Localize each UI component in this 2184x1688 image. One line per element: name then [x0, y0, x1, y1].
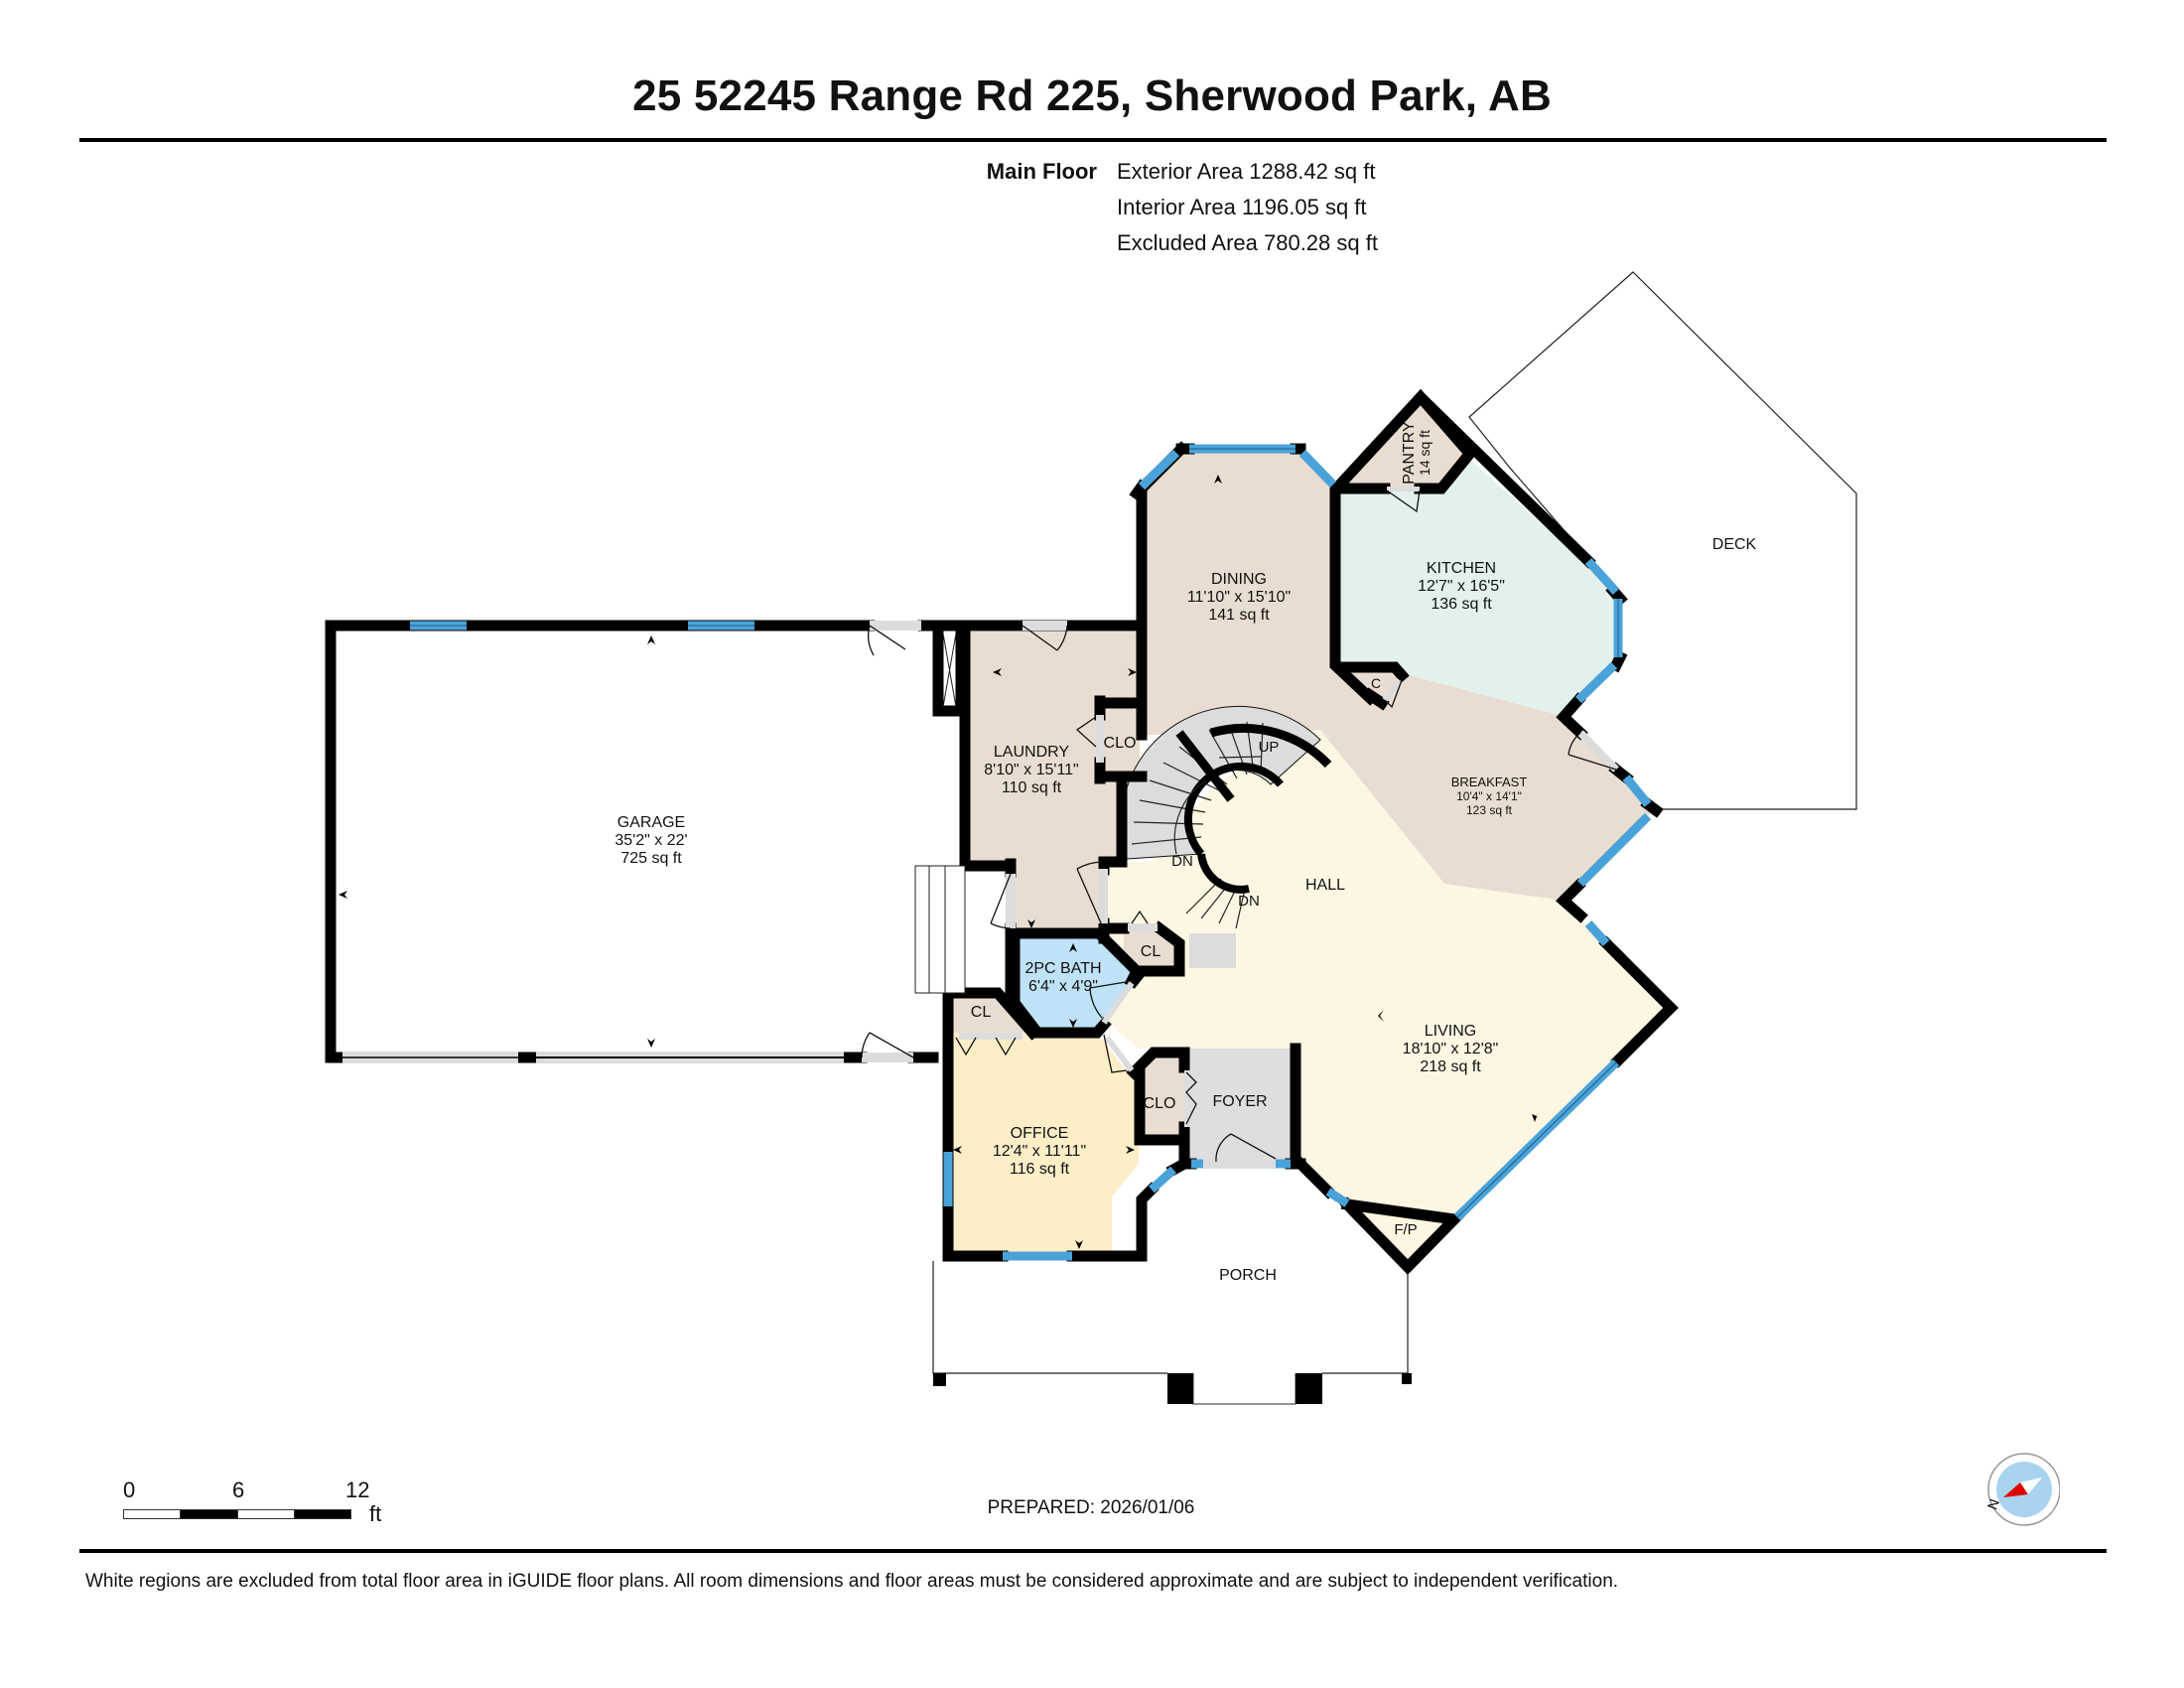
- garage-area: 725 sq ft: [620, 850, 682, 867]
- foyer-closet-label: CLO: [1144, 1095, 1176, 1112]
- pantry-label: PANTRY: [1401, 421, 1418, 485]
- kitchen-label: KITCHEN: [1427, 560, 1496, 577]
- camera-markers: [339, 475, 1539, 1249]
- stair-down-label-2: DN: [1238, 893, 1260, 910]
- door-swings: [861, 487, 1619, 1169]
- window-glass-lines: [410, 448, 1619, 1218]
- office-label: OFFICE: [1011, 1125, 1069, 1142]
- fireplace-label: F/P: [1394, 1221, 1417, 1238]
- dining-area: 141 sq ft: [1208, 607, 1270, 624]
- office-fill: [948, 1033, 1139, 1253]
- prepared-date: PREPARED: 2026/01/06: [0, 1497, 2184, 1519]
- footer-divider: [79, 1549, 2107, 1553]
- garage-steps: [914, 865, 966, 994]
- garage-door: [342, 1052, 844, 1063]
- prepared-text: PREPARED: 2026/01/06: [987, 1497, 1195, 1518]
- porch-right: [1322, 1269, 1409, 1374]
- exterior-area: Exterior Area 1288.42 sq ft: [1117, 159, 1376, 184]
- breakfast-dims: 10'4" x 14'1": [1456, 789, 1522, 803]
- garage-label: GARAGE: [617, 814, 685, 831]
- office-closet-fill: [948, 993, 1027, 1033]
- laundry-area: 110 sq ft: [1002, 779, 1062, 796]
- scale-unit: ft: [369, 1501, 382, 1526]
- fireplace-fill: [1350, 1206, 1452, 1265]
- scale-tick-6: 6: [232, 1477, 245, 1502]
- breakfast-area: 123 sq ft: [1466, 803, 1513, 817]
- walls: [325, 388, 1679, 1275]
- office-closet-label: CL: [971, 1004, 992, 1021]
- scale-segment: [294, 1509, 351, 1519]
- living-dims: 18'10" x 12'8": [1403, 1041, 1499, 1057]
- living-label: LIVING: [1425, 1023, 1476, 1040]
- disclaimer-text: White regions are excluded from total fl…: [85, 1571, 1619, 1592]
- room-labels: GARAGE 35'2" x 22' 725 sq ft LAUNDRY 8'1…: [614, 421, 1756, 1284]
- compass-icon: N: [1980, 1452, 2061, 1531]
- pantry-area: 14 sq ft: [1417, 430, 1433, 476]
- bath-dims: 6'4" x 4'9": [1028, 978, 1098, 995]
- porch-outline: [932, 1261, 1167, 1374]
- excluded-area: Excluded Area 780.28 sq ft: [1117, 230, 1378, 255]
- header-divider: [79, 138, 2107, 142]
- floor-label: Main Floor: [986, 159, 1097, 184]
- foyer-closet-fill: [1144, 1055, 1184, 1140]
- foyer-fill: [1184, 1049, 1296, 1164]
- dining-dims: 11'10" x 15'10": [1187, 589, 1291, 606]
- porch-post: [1402, 1373, 1412, 1384]
- kitchen-fill: [1340, 457, 1618, 717]
- kitchen-dims: 12'7" x 16'5": [1418, 578, 1505, 595]
- interior-area: Interior Area 1196.05 sq ft: [1117, 195, 1367, 219]
- scale-tick-0: 0: [123, 1477, 136, 1502]
- porch-step: [1192, 1373, 1297, 1405]
- laundry-closet-label: CLO: [1104, 735, 1137, 752]
- stair-up-label: UP: [1259, 739, 1280, 756]
- breakfast-label: BREAKFAST: [1451, 774, 1528, 789]
- office-area: 116 sq ft: [1010, 1161, 1070, 1178]
- dining-label: DINING: [1211, 571, 1267, 588]
- kitchen-area: 136 sq ft: [1431, 596, 1492, 613]
- garage-dims: 35'2" x 22': [614, 832, 687, 849]
- spiral-staircase: [1120, 705, 1332, 968]
- foyer-label: FOYER: [1212, 1093, 1267, 1110]
- office-dims: 12'4" x 11'11": [993, 1143, 1086, 1160]
- porch-post: [1167, 1373, 1193, 1404]
- scale-tick-12: 12: [345, 1477, 370, 1502]
- porch-post: [933, 1373, 946, 1386]
- hall-label: HALL: [1305, 877, 1345, 894]
- dining-fill: [1142, 449, 1370, 735]
- porch-label: PORCH: [1219, 1267, 1277, 1284]
- porch-post: [1296, 1373, 1322, 1404]
- stair-down-label: DN: [1171, 853, 1193, 870]
- laundry-closet-fill: [1100, 707, 1140, 774]
- laundry-label: LAUNDRY: [994, 744, 1070, 761]
- bath-label: 2PC BATH: [1024, 960, 1101, 977]
- kitchen-closet-label: C: [1371, 675, 1381, 691]
- laundry-dims: 8'10" x 15'11": [984, 762, 1078, 778]
- page-title: 25 52245 Range Rd 225, Sherwood Park, AB: [632, 71, 1552, 120]
- living-area: 218 sq ft: [1420, 1058, 1481, 1075]
- deck-label: DECK: [1712, 536, 1757, 553]
- bath-fill: [1015, 938, 1137, 1033]
- hall-closet-label: CL: [1141, 943, 1161, 960]
- chimney-chase: [942, 633, 957, 708]
